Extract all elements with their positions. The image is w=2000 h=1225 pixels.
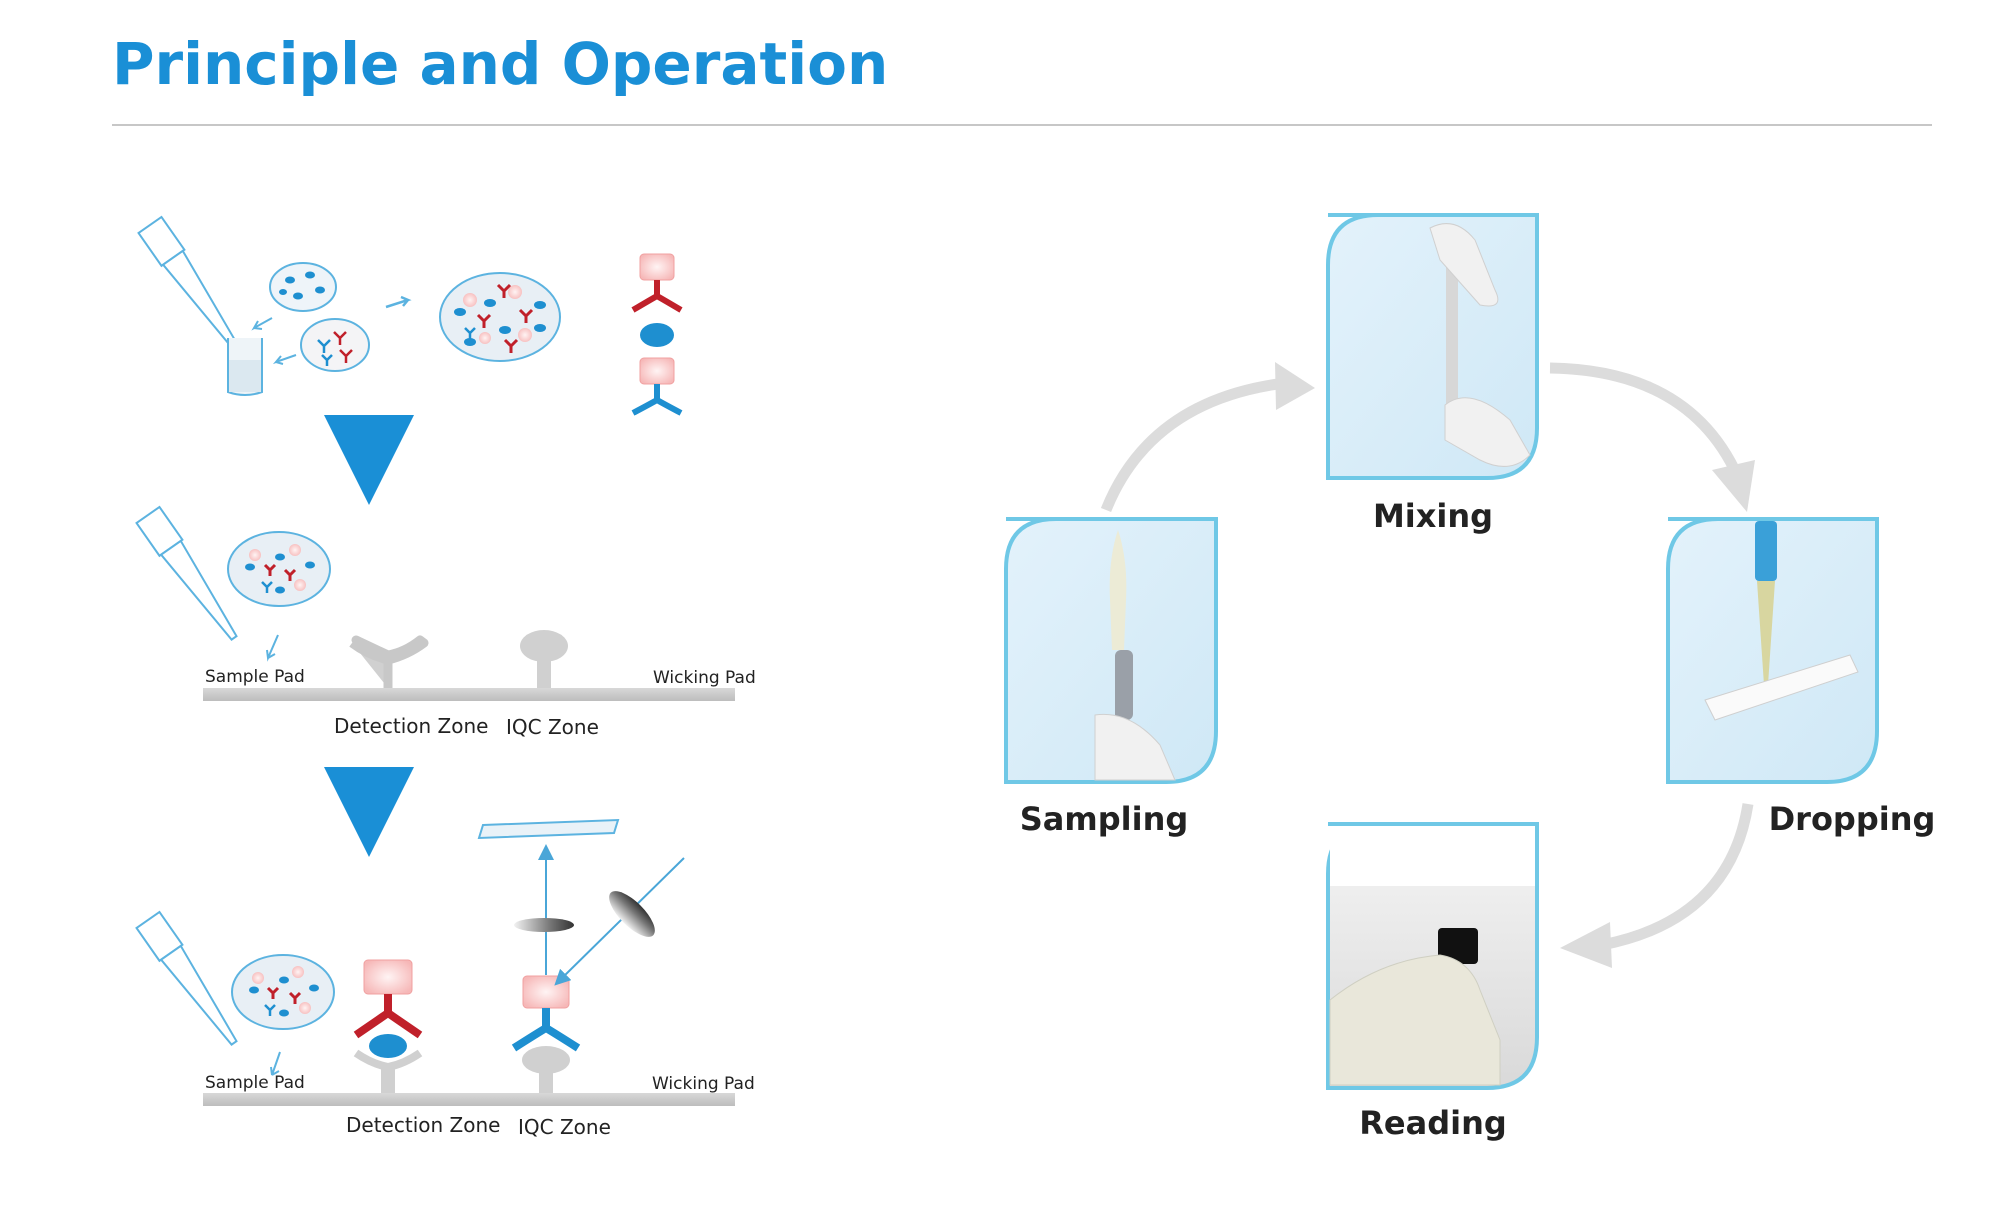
cycle-arrow-icon xyxy=(1549,362,1755,512)
wicking-pad-label: Wicking Pad xyxy=(653,668,756,688)
antibody-solution-icon xyxy=(300,318,370,372)
page-title: Principle and Operation xyxy=(112,30,889,98)
sample-pad-label: Sample Pad xyxy=(205,667,305,687)
sampling-photo xyxy=(1004,517,1218,784)
operation-cycle: Mixing Sampling Dropping Reading xyxy=(1004,213,1936,1142)
capture-antibody-icon xyxy=(349,635,429,688)
pipette-icon xyxy=(135,505,238,641)
red-antibody-conjugate-icon xyxy=(631,253,683,313)
flow-arrow-icon xyxy=(270,1051,281,1076)
cycle-arrow-icon xyxy=(1100,362,1315,513)
dropping-photo xyxy=(1666,517,1879,784)
iqc-receptor-icon xyxy=(520,630,568,688)
blue-antibody-conjugate-icon xyxy=(631,357,683,416)
pipette-icon xyxy=(135,910,238,1046)
beaker-icon xyxy=(227,338,263,396)
flow-arrow-icon xyxy=(272,354,297,365)
iqc-zone-label: IQC Zone xyxy=(518,1115,611,1139)
test-strip xyxy=(203,688,735,701)
blue-bead-icon xyxy=(640,323,674,347)
step-label-mixing: Mixing xyxy=(1373,497,1493,535)
test-strip xyxy=(203,1093,735,1106)
stage-1-mixing-illustration xyxy=(137,215,683,416)
mixing-photo xyxy=(1326,213,1539,480)
reading-photo xyxy=(1326,822,1539,1090)
stage-2-test-strip-illustration: Sample Pad Wicking Pad Detection Zone IQ… xyxy=(135,505,756,739)
detection-zone-label: Detection Zone xyxy=(334,714,488,738)
sample-circle-icon xyxy=(227,531,331,607)
mixed-reaction-circle-icon xyxy=(439,272,561,362)
sample-pad-label: Sample Pad xyxy=(205,1073,305,1093)
flow-arrow-icon xyxy=(385,295,412,309)
optical-reader-icon xyxy=(477,818,685,986)
step-label-dropping: Dropping xyxy=(1769,800,1936,838)
pipette-icon xyxy=(137,215,240,351)
step-label-reading: Reading xyxy=(1359,1104,1507,1142)
flow-arrow-icon xyxy=(266,634,279,662)
iqc-zone-label: IQC Zone xyxy=(506,715,599,739)
detection-zone-label: Detection Zone xyxy=(346,1113,500,1137)
title-divider xyxy=(112,124,1932,126)
iqc-complex-icon xyxy=(511,975,581,1093)
sample-circle-icon xyxy=(231,954,335,1030)
cycle-arrow-icon xyxy=(1560,803,1754,968)
stage-3-detection-illustration: Sample Pad Wicking Pad Detection Zone IQ… xyxy=(135,818,755,1139)
step-label-sampling: Sampling xyxy=(1020,800,1189,838)
flow-arrow-icon xyxy=(251,317,273,331)
bead-solution-icon xyxy=(269,262,337,312)
captured-complex-icon xyxy=(353,959,423,1093)
wicking-pad-label: Wicking Pad xyxy=(652,1074,755,1094)
